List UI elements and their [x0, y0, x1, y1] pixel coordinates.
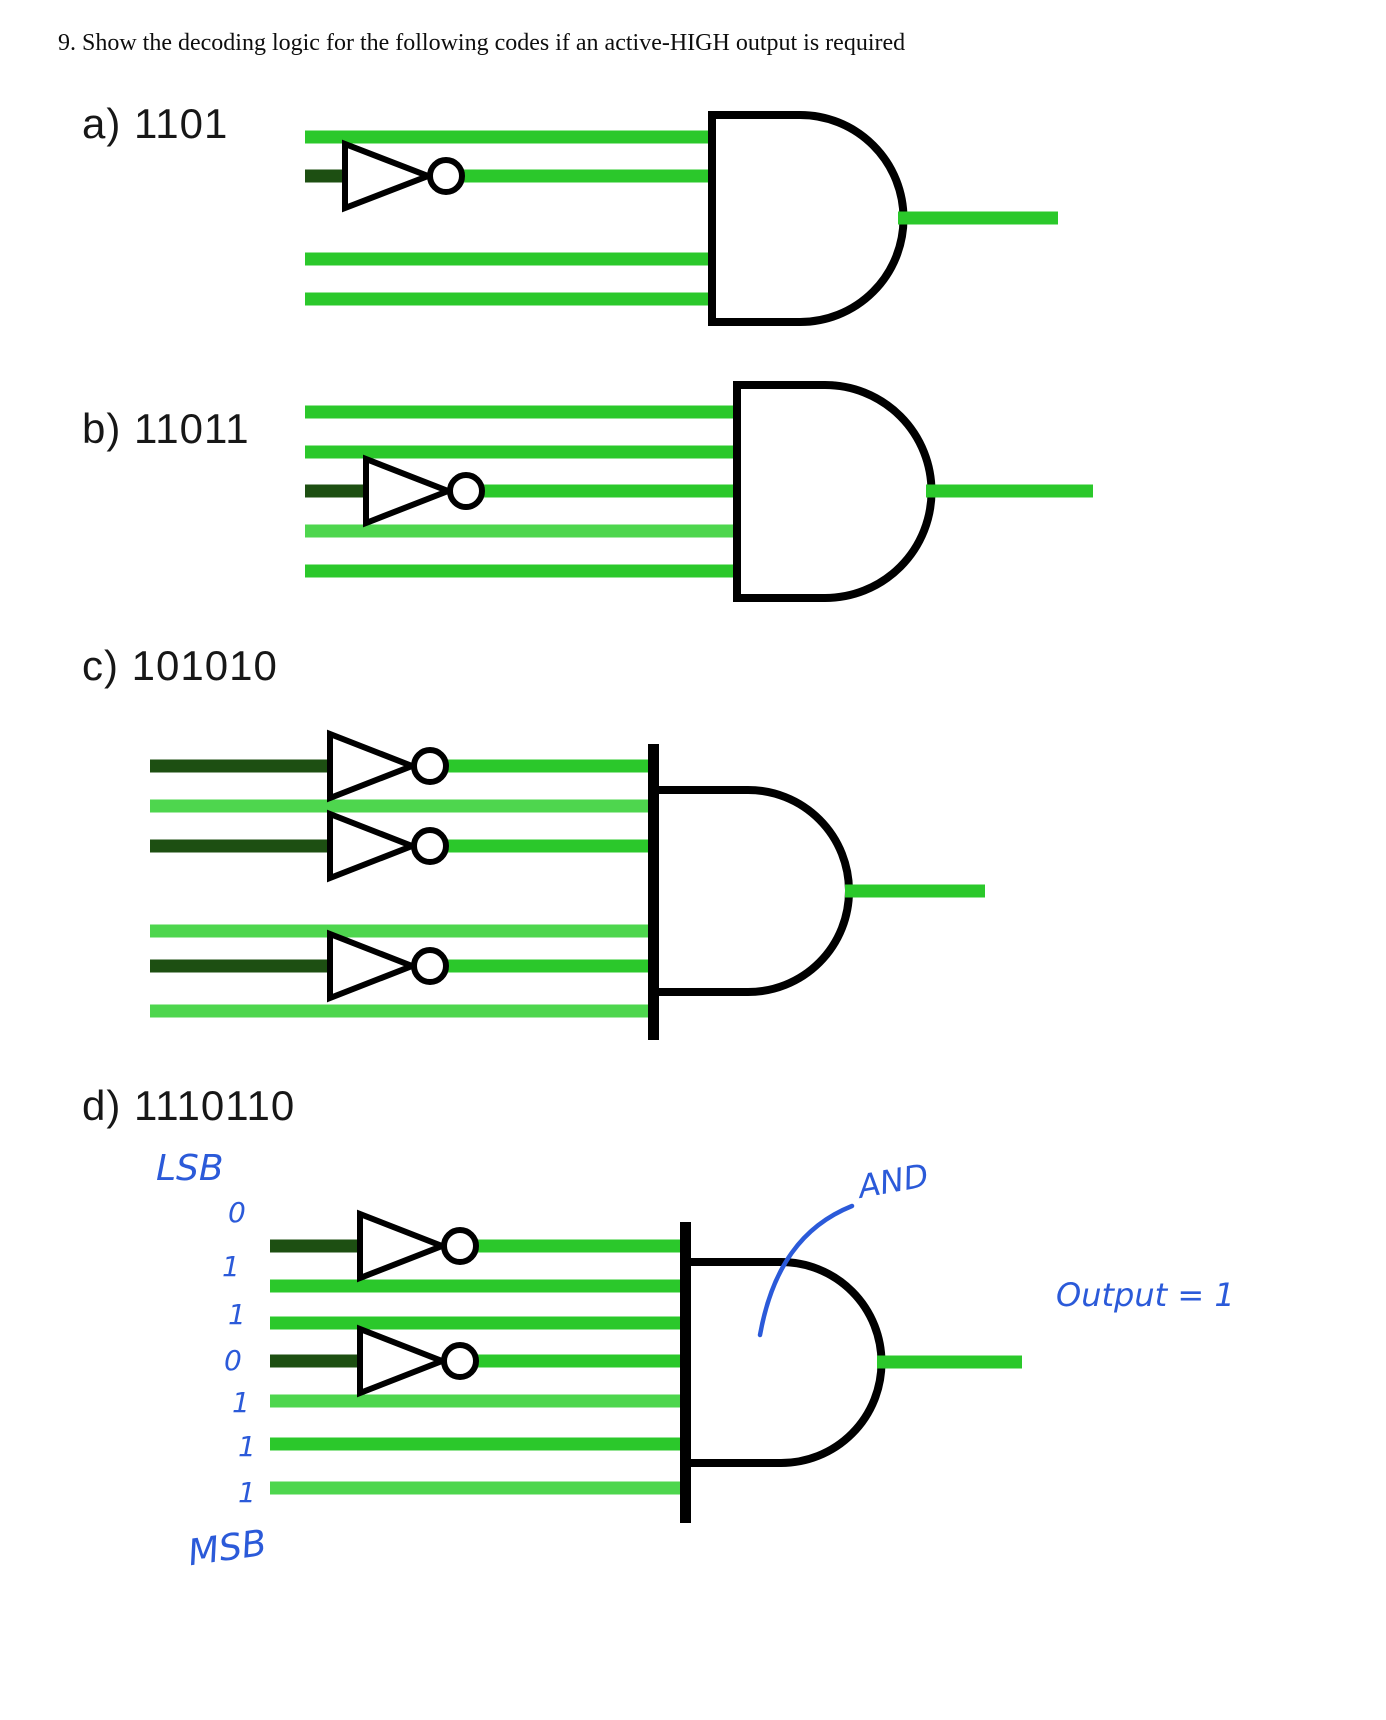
- bit-label: 1: [228, 1298, 246, 1331]
- question-text: 9. Show the decoding logic for the follo…: [58, 30, 906, 56]
- not-gate-bubble: [427, 157, 465, 195]
- and-gate: [733, 381, 936, 602]
- part-b-label: b) 11011: [82, 405, 250, 452]
- not-gate: [342, 139, 465, 213]
- and-gate: [649, 786, 853, 996]
- circuit-a: [305, 111, 1058, 326]
- not-gate: [327, 809, 449, 883]
- part-c-label: c) 101010: [82, 642, 278, 689]
- lsb-label: LSB: [156, 1148, 224, 1189]
- output-annotation: Output = 1: [1056, 1276, 1235, 1314]
- bit-label: 1: [232, 1386, 250, 1419]
- not-gate-triangle: [327, 809, 421, 883]
- circuit-b: [305, 381, 1093, 602]
- part-a-label: a) 1101: [82, 100, 229, 147]
- not-gate-triangle: [357, 1324, 451, 1398]
- input-bus-bar: [648, 744, 659, 1040]
- not-gate-triangle: [342, 139, 437, 213]
- bit-label: 1: [238, 1476, 256, 1509]
- not-gate-bubble: [441, 1342, 479, 1380]
- not-gate-bubble: [411, 827, 449, 865]
- not-gate-triangle: [357, 1209, 451, 1283]
- not-gate-bubble: [411, 747, 449, 785]
- bit-label: 1: [238, 1430, 256, 1463]
- part-d-label: d) 1110110: [82, 1082, 296, 1129]
- bit-label: 0: [224, 1344, 242, 1377]
- not-gate: [357, 1209, 479, 1283]
- annotation-arrow: [757, 1203, 855, 1338]
- not-gate-triangle: [327, 729, 421, 803]
- not-gate: [363, 454, 485, 528]
- circuit-c: [150, 729, 985, 1040]
- not-gate-triangle: [327, 929, 421, 1003]
- and-gate: [708, 111, 908, 326]
- not-gate-triangle: [363, 454, 457, 528]
- not-gate: [357, 1324, 479, 1398]
- and-gate: [682, 1258, 886, 1467]
- circuit-d: [270, 1203, 1022, 1523]
- input-bus-bar: [680, 1222, 691, 1523]
- not-gate: [327, 929, 449, 1003]
- not-gate-bubble: [441, 1227, 479, 1265]
- not-gate-bubble: [447, 472, 485, 510]
- bit-label: 0: [228, 1196, 246, 1229]
- bit-label: 1: [222, 1250, 240, 1283]
- not-gate-bubble: [411, 947, 449, 985]
- not-gate: [327, 729, 449, 803]
